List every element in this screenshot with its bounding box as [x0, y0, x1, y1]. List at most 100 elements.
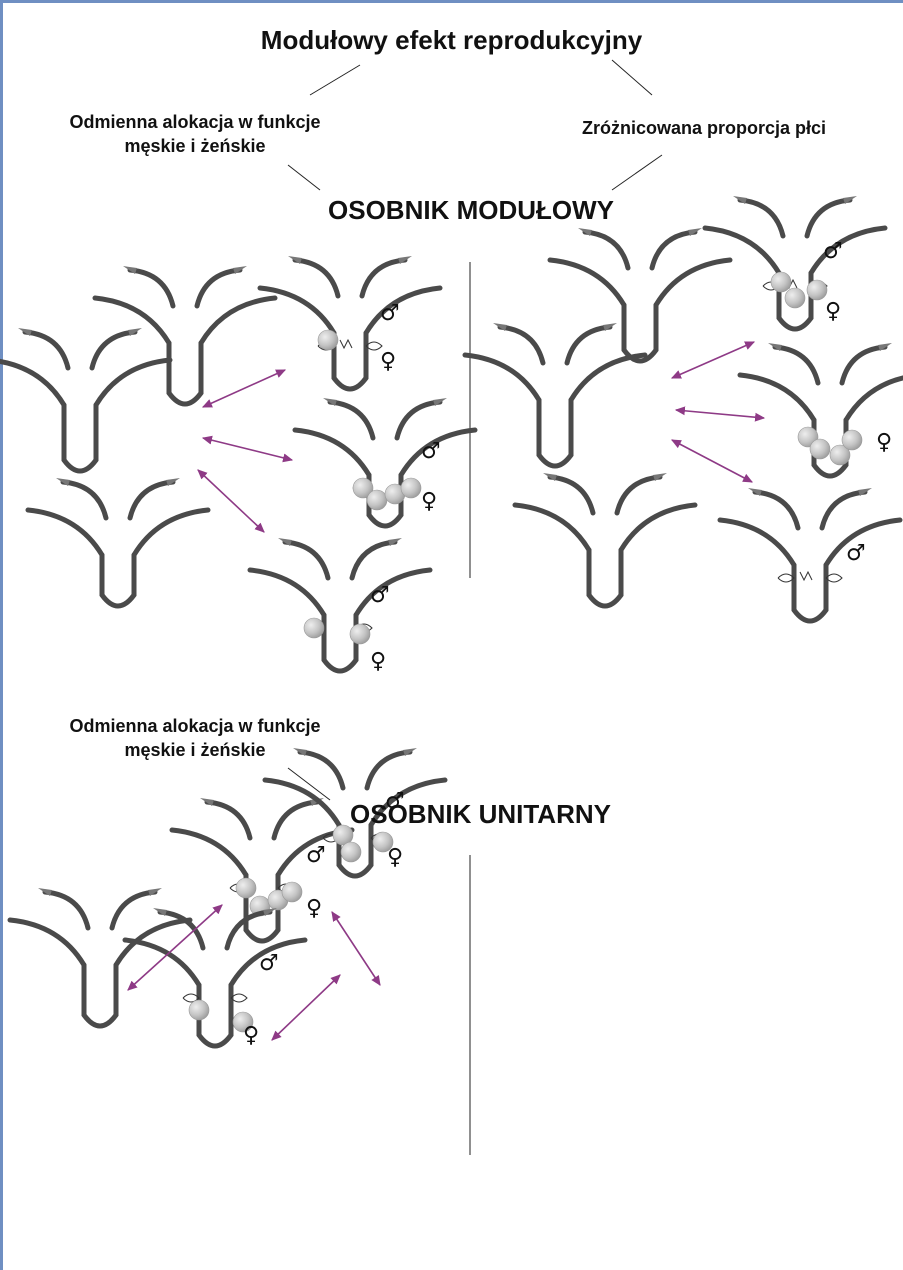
ovary-1	[810, 439, 830, 459]
interaction-arrow-4	[676, 410, 764, 418]
petal-left	[500, 327, 543, 363]
petal-tip-left	[38, 888, 52, 896]
female-symbol: ♀	[825, 299, 841, 324]
male-symbol: ♂	[259, 951, 279, 976]
flower-tube	[794, 565, 826, 621]
petal-tip-right	[843, 196, 857, 204]
flower-tube	[102, 555, 134, 606]
branch-left-line2: męskie i żeńskie	[20, 136, 370, 157]
ovary-1	[341, 842, 361, 862]
petal-tip-left	[200, 798, 214, 806]
petal-tip-right	[603, 323, 617, 331]
flower-11: ♂	[720, 488, 900, 621]
petal-left	[585, 232, 628, 268]
petal-tip-right	[128, 328, 142, 336]
flower-13	[10, 888, 190, 1026]
flower-tube	[169, 343, 201, 404]
flower-1	[0, 328, 170, 471]
petal-arm-right	[366, 288, 440, 333]
female-symbol: ♀	[387, 845, 403, 870]
petal-arm-left	[95, 298, 169, 343]
petal-arm-left	[740, 375, 814, 420]
petal-arm-right	[356, 570, 430, 615]
petal-arm-left	[720, 520, 794, 565]
petal-tip-left	[153, 908, 167, 916]
connector-right-section	[612, 155, 662, 190]
petal-left	[295, 260, 338, 296]
flower-tube	[334, 333, 366, 389]
petal-arm-right	[96, 360, 170, 405]
female-symbol: ♀	[380, 349, 396, 374]
flower-3: ♂♀	[260, 256, 440, 389]
petal-arm-left	[260, 288, 334, 333]
flower-5: ♂♀	[250, 538, 430, 674]
connector-title-left	[310, 65, 360, 95]
petal-left	[775, 347, 818, 383]
female-symbol: ♀	[306, 896, 322, 921]
interaction-arrow-0	[203, 370, 285, 407]
petal-left	[330, 402, 373, 438]
petal-left	[25, 332, 68, 368]
petal-arm-left	[172, 830, 246, 875]
ovary-3	[401, 478, 421, 498]
flower-tube	[539, 400, 571, 466]
unitary-label-line1: Odmienna alokacja w funkcje	[20, 716, 370, 737]
flower-10: ♀	[740, 343, 903, 476]
petal-right	[112, 892, 155, 928]
petal-left	[130, 270, 173, 306]
flower-9: ♂♀	[705, 196, 885, 329]
section-heading-unitary: OSOBNIK UNITARNY	[350, 800, 611, 830]
flower-4: ♂♀	[295, 398, 475, 526]
ovary-1	[350, 624, 370, 644]
petal-arm-left	[28, 510, 102, 555]
petal-tip-left	[18, 328, 32, 336]
female-symbol: ♀	[243, 1023, 259, 1048]
petal-arm-right	[621, 505, 695, 550]
petal-right	[352, 542, 395, 578]
petal-tip-left	[278, 538, 292, 546]
ovary-0	[189, 1000, 209, 1020]
connector-left-section	[288, 165, 320, 190]
flower-tube	[624, 305, 656, 361]
petal-arm-right	[846, 375, 903, 420]
diagram-title: Modułowy efekt reprodukcyjny	[190, 26, 713, 56]
interaction-arrow-8	[272, 975, 340, 1040]
ovary-0	[304, 618, 324, 638]
flower-8	[515, 473, 695, 606]
ovary-2	[807, 280, 827, 300]
female-symbol: ♀	[370, 649, 386, 674]
petal-tip-left	[288, 256, 302, 264]
petal-tip-right	[148, 888, 162, 896]
petal-tip-right	[433, 398, 447, 406]
petal-tip-left	[733, 196, 747, 204]
ovary-1	[785, 288, 805, 308]
flower-tube	[64, 405, 96, 471]
flower-12: ♂♀	[172, 798, 352, 941]
petal-left	[45, 892, 88, 928]
flower-tube	[589, 550, 621, 606]
petal-tip-right	[653, 473, 667, 481]
petal-tip-left	[768, 343, 782, 351]
petal-tip-left	[578, 228, 592, 236]
petal-right	[362, 260, 405, 296]
petal-arm-right	[656, 260, 730, 305]
ovary-1	[367, 490, 387, 510]
petal-arm-left	[125, 940, 199, 985]
petal-right	[567, 327, 610, 363]
petal-left	[740, 200, 783, 236]
petal-arm-left	[515, 505, 589, 550]
male-symbol: ♂	[421, 439, 441, 464]
ovary-0	[236, 878, 256, 898]
petal-right	[367, 752, 410, 788]
petal-tip-right	[403, 748, 417, 756]
anthers	[340, 340, 352, 348]
petal-tip-right	[858, 488, 872, 496]
petal-left	[207, 802, 250, 838]
ovary-3	[842, 430, 862, 450]
connector-title-right	[612, 60, 652, 95]
unitary-label-line2: męskie i żeńskie	[20, 740, 370, 761]
petal-tip-right	[878, 343, 892, 351]
petal-left	[63, 482, 106, 518]
petal-right	[617, 477, 660, 513]
